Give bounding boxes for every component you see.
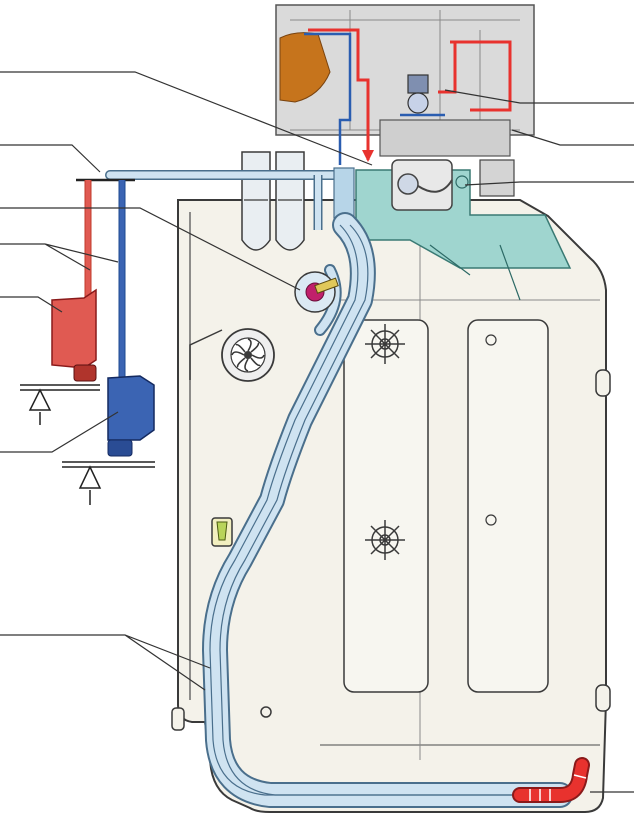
hose-lane-line-1	[209, 224, 555, 796]
leader-6	[0, 411, 119, 453]
mount-hole	[260, 706, 272, 718]
module-lower-block	[379, 119, 511, 157]
fan-duct	[189, 329, 223, 380]
panel-hole-bottom	[485, 514, 497, 526]
filter-icon	[211, 517, 233, 547]
hose-short-return-inner	[316, 266, 340, 334]
right-latch-lower	[595, 684, 611, 712]
inlet-connector	[333, 167, 355, 219]
flow-meter	[294, 271, 339, 313]
cold-valve-base	[107, 439, 133, 457]
leader-5	[0, 296, 63, 313]
module-foam-pad	[279, 32, 331, 103]
fan-icon	[221, 328, 275, 382]
hose-lane-line-2	[219, 224, 565, 796]
spray-nozzle-icon	[365, 324, 405, 364]
left-latch	[171, 707, 185, 731]
bracket-cold	[62, 461, 155, 505]
sump-ridge-lines	[429, 244, 521, 301]
control-module	[275, 4, 535, 165]
bracket-hot	[20, 384, 100, 425]
inner-panels	[343, 319, 549, 693]
cold-circuit-line	[304, 32, 445, 165]
heater-element-icon	[512, 757, 590, 803]
hose-bundle	[202, 212, 573, 808]
leader-1	[0, 71, 373, 166]
hot-valve-base	[73, 364, 97, 382]
valve-icon	[407, 74, 429, 114]
leader-lines	[0, 71, 634, 793]
inlet-valves	[20, 178, 155, 505]
leader-9	[511, 129, 634, 146]
leader-10	[464, 181, 634, 186]
inner-panel-right	[467, 319, 549, 693]
leader-2	[0, 144, 101, 173]
leader-8	[444, 89, 634, 104]
leader-7	[0, 634, 211, 691]
cold-valve-body	[107, 375, 155, 441]
leader-3	[0, 207, 301, 291]
red-arrow-down	[362, 150, 374, 162]
leader-4	[0, 243, 119, 271]
panel-hole-top	[485, 334, 497, 346]
hose-inner	[204, 214, 571, 806]
inner-panel-left	[343, 319, 429, 693]
hot-valve-body	[51, 288, 97, 369]
spray-nozzle-icon	[365, 520, 405, 560]
right-latch-upper	[595, 369, 611, 397]
